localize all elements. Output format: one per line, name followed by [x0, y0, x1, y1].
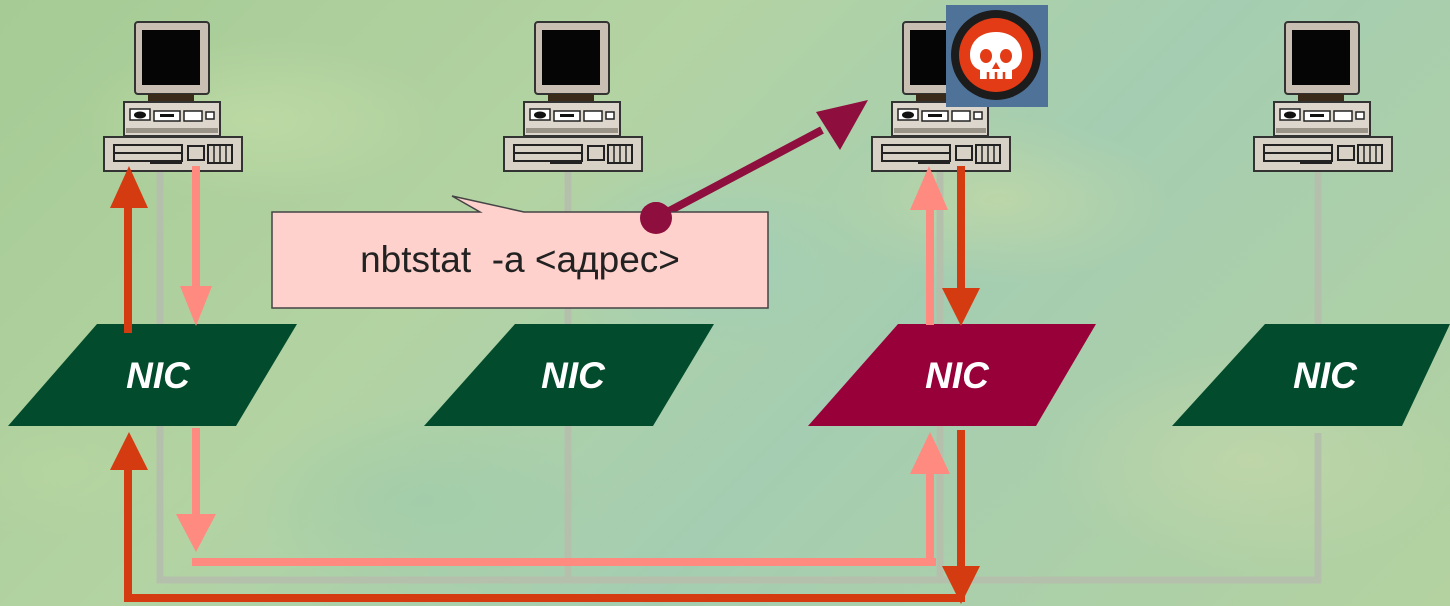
nic-node-4: NIC [1172, 324, 1450, 426]
nic-node-2: NIC [424, 324, 714, 426]
nic-label: NIC [925, 355, 990, 396]
nic-label: NIC [541, 355, 606, 396]
command-text: nbtstat -a <адрес> [360, 239, 680, 280]
nic-label: NIC [126, 355, 191, 396]
computer-icon [1253, 21, 1393, 172]
nic-node-3-compromised: NIC [808, 324, 1096, 426]
request-flow [176, 166, 950, 566]
computer-icon [503, 21, 643, 172]
response-flow [110, 166, 980, 604]
nic-node-1: NIC [8, 324, 297, 426]
computer-icon [103, 21, 243, 172]
arrow-anchor [640, 202, 672, 234]
skull-icon [946, 5, 1048, 107]
nic-label: NIC [1293, 355, 1358, 396]
